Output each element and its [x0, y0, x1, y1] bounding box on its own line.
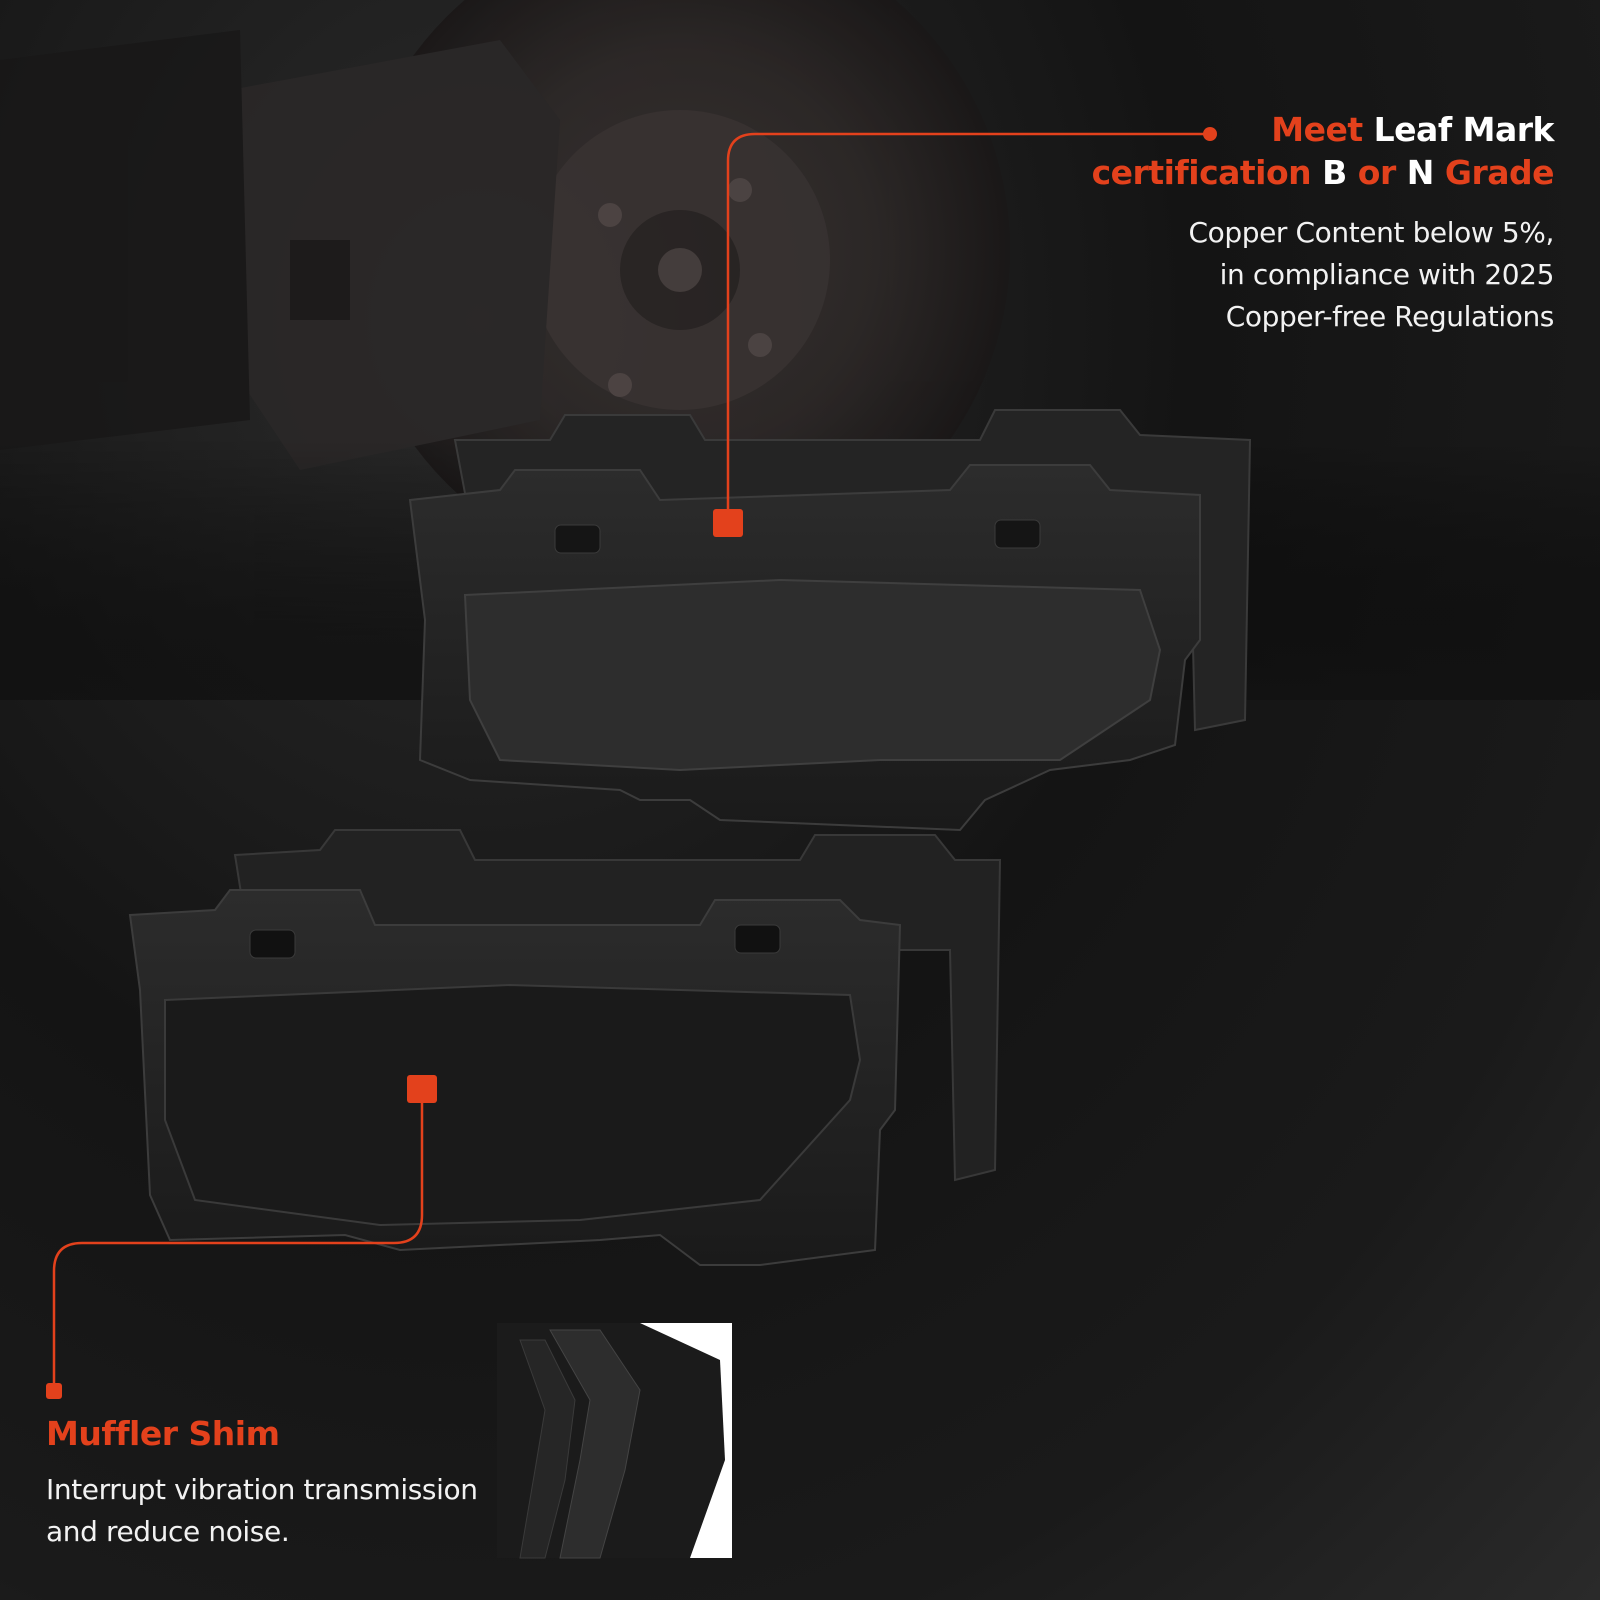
leaf-mark-callout: Meet Leaf Mark certification B or N Grad… — [1091, 108, 1555, 338]
brake-pad-bottom-front — [128, 889, 902, 1266]
description-line: and reduce noise. — [46, 1515, 290, 1548]
title-segment: certification — [1091, 153, 1323, 192]
leaf-mark-description: Copper Content below 5%, in compliance w… — [1092, 212, 1554, 338]
description-line: Copper-free Regulations — [1225, 300, 1555, 333]
leaf-mark-title-line-2: certification B or N Grade — [1091, 151, 1555, 194]
muffler-shim-detail-image — [497, 1323, 732, 1559]
callout-connector-bottom — [46, 1075, 437, 1399]
title-segment: N — [1406, 153, 1435, 192]
description-line: Interrupt vibration transmission — [46, 1473, 478, 1506]
leaf-mark-title: Meet Leaf Mark — [1092, 108, 1554, 151]
callout-connector-top — [713, 127, 1217, 537]
description-line: Copper Content below 5%, — [1188, 216, 1554, 249]
description-line: in compliance with 2025 — [1219, 258, 1555, 291]
title-segment: or — [1346, 153, 1407, 192]
title-segment: Meet — [1271, 110, 1374, 149]
muffler-shim-callout: Muffler Shim Interrupt vibration transmi… — [46, 1412, 478, 1553]
brake-pad-top-front — [408, 464, 1201, 832]
title-segment: Leaf Mark — [1373, 110, 1555, 149]
title-segment: Grade — [1433, 153, 1555, 192]
title-segment: B — [1322, 153, 1347, 192]
muffler-shim-description: Interrupt vibration transmission and red… — [46, 1469, 478, 1553]
muffler-shim-title: Muffler Shim — [46, 1414, 280, 1453]
